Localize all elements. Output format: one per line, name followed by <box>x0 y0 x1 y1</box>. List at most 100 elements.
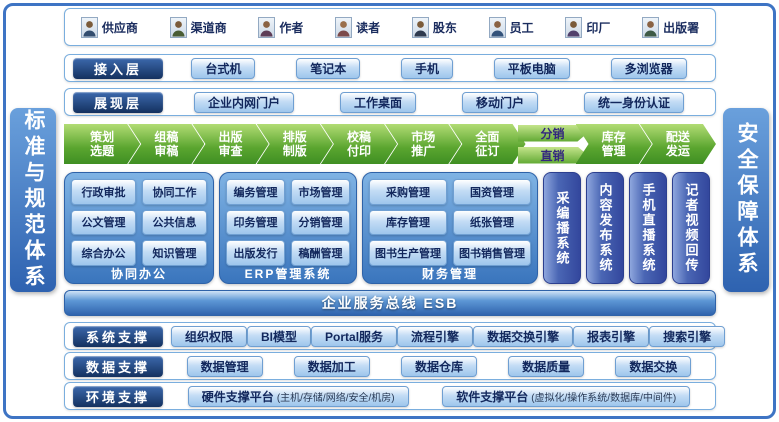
data-quality: 数据质量 <box>508 355 585 377</box>
person-avatar-icon <box>169 16 187 38</box>
data-exchange: 数据交换 <box>615 355 692 377</box>
access-layer-items: 台式机 笔记本 手机 平板电脑 多浏览器 <box>171 57 707 79</box>
hardware-platform-detail: (主机/存储/网络/安全/机房) <box>276 392 395 404</box>
person-avatar-icon <box>80 16 98 38</box>
step-line2: 选题 <box>90 144 115 158</box>
module-title: 财务管理 <box>421 267 478 281</box>
process-flow: 策划 选题 组稿 审稿 出版 审查 排版 制版 校稿 付印 市场 推广 全面 征… <box>64 122 716 166</box>
device-multibrowser: 多浏览器 <box>610 57 687 79</box>
access-layer-label: 接入层 <box>73 57 163 79</box>
role-label: 出版署 <box>663 20 700 35</box>
app-book-sales-mgmt: 图书销售管理 <box>453 240 531 266</box>
person-avatar-icon <box>411 16 429 38</box>
step-line1: 校稿 <box>346 130 371 144</box>
app-admin-approval: 行政审批 <box>71 179 136 205</box>
module-collab-office: 行政审批 协同工作 公文管理 公共信息 综合办公 知识管理 协同办公 <box>64 172 214 284</box>
software-platform: 软件支撑平台 (虚拟化/操作系统/数据库/中间件) <box>442 385 691 407</box>
roles-band: 供应商 渠道商 作者 读者 股东 员工 印厂 出版署 <box>64 8 716 46</box>
data-support-label: 数据支撑 <box>73 355 163 377</box>
device-mobile: 手机 <box>400 57 453 79</box>
app-purchase-mgmt: 采购管理 <box>369 179 447 205</box>
step-line2: 审查 <box>218 144 243 158</box>
device-tablet: 平板电脑 <box>493 57 570 79</box>
right-sidebar-security: 安全保障体系 <box>723 108 769 292</box>
device-laptop: 笔记本 <box>296 57 361 79</box>
work-desktop: 工作桌面 <box>339 91 416 113</box>
module-finance: 采购管理 国资管理 库存管理 纸张管理 图书生产管理 图书销售管理 财务管理 <box>362 172 538 284</box>
step-line1: 出版 <box>218 130 243 144</box>
mobile-portal: 移动门户 <box>461 91 538 113</box>
module-grid: 行政审批 协同工作 公文管理 公共信息 综合办公 知识管理 <box>71 179 207 266</box>
system-mobile-live: 手机直播系统 <box>629 172 667 284</box>
right-sidebar-label: 安全保障体系 <box>735 122 758 278</box>
system-content-publish: 内容发布系统 <box>586 172 624 284</box>
system-support-items: 组织权限 BI模型 Portal服务 流程引擎 数据交换引擎 报表引擎 搜索引擎 <box>171 325 726 347</box>
role-label: 印厂 <box>586 20 611 35</box>
role-label: 员工 <box>509 20 534 35</box>
app-market-mgmt: 市场管理 <box>291 179 350 205</box>
hardware-platform: 硬件支撑平台 (主机/存储/网络/安全/机房) <box>187 385 409 407</box>
process-branch: 分销 直销 <box>518 125 588 164</box>
app-publishing: 出版发行 <box>226 240 285 266</box>
presentation-layer-label: 展现层 <box>73 91 163 113</box>
app-general-office: 综合办公 <box>71 240 136 266</box>
data-mgmt: 数据管理 <box>186 355 263 377</box>
role-employee: 员工 <box>488 16 534 38</box>
left-sidebar-standards: 标准与规范体系 <box>10 108 56 292</box>
step-line1: 配送 <box>665 130 690 144</box>
person-avatar-icon <box>488 16 506 38</box>
support-data-exchange-engine: 数据交换引擎 <box>473 325 574 347</box>
system-support-label: 系统支撑 <box>73 325 163 347</box>
data-processing: 数据加工 <box>293 355 370 377</box>
support-org-permission: 组织权限 <box>171 325 248 347</box>
role-label: 作者 <box>279 20 304 35</box>
process-step-planning: 策划 选题 <box>64 124 140 164</box>
module-title: 协同办公 <box>110 267 167 281</box>
app-book-production-mgmt: 图书生产管理 <box>369 240 447 266</box>
module-grid: 编务管理 市场管理 印务管理 分销管理 出版发行 稿酬管理 <box>226 179 350 266</box>
person-avatar-icon <box>565 16 583 38</box>
step-line1: 库存 <box>601 130 626 144</box>
support-workflow-engine: 流程引擎 <box>397 325 474 347</box>
step-line2: 管理 <box>601 144 626 158</box>
presentation-layer-items: 企业内网门户 工作桌面 移动门户 统一身份认证 <box>171 91 707 113</box>
app-printing-mgmt: 印务管理 <box>226 209 285 236</box>
step-line2: 付印 <box>346 144 371 158</box>
role-printer: 印厂 <box>565 16 611 38</box>
step-line2: 审稿 <box>154 144 179 158</box>
step-line2: 推广 <box>411 144 436 158</box>
support-portal-service: Portal服务 <box>311 325 398 347</box>
device-desktop: 台式机 <box>191 57 256 79</box>
app-state-assets-mgmt: 国资管理 <box>453 179 531 205</box>
branch-direct-sales: 直销 <box>518 147 588 164</box>
app-public-info: 公共信息 <box>142 209 207 236</box>
data-warehouse: 数据仓库 <box>400 355 477 377</box>
portal-intranet: 企业内网门户 <box>193 91 294 113</box>
role-shareholder: 股东 <box>411 16 457 38</box>
vbox-label: 手机直播系统 <box>640 183 656 273</box>
identity-auth: 统一身份认证 <box>583 91 684 113</box>
role-label: 供应商 <box>101 20 138 35</box>
vbox-label: 内容发布系统 <box>597 183 613 273</box>
data-support-band: 数据支撑 数据管理 数据加工 数据仓库 数据质量 数据交换 <box>64 352 716 380</box>
system-gather-edit-broadcast: 采编播系统 <box>543 172 581 284</box>
module-grid: 采购管理 国资管理 库存管理 纸张管理 图书生产管理 图书销售管理 <box>369 179 531 266</box>
vbox-label: 记者视频回传 <box>683 183 699 273</box>
application-modules: 行政审批 协同工作 公文管理 公共信息 综合办公 知识管理 协同办公 编务管理 … <box>64 172 716 284</box>
access-layer-band: 接入层 台式机 笔记本 手机 平板电脑 多浏览器 <box>64 54 716 82</box>
software-platform-detail: (虚拟化/操作系统/数据库/中间件) <box>531 392 677 404</box>
app-inventory-mgmt: 库存管理 <box>369 209 447 236</box>
esb-bar: 企业服务总线 ESB <box>64 290 716 316</box>
system-support-band: 系统支撑 组织权限 BI模型 Portal服务 流程引擎 数据交换引擎 报表引擎… <box>64 322 726 350</box>
support-search-engine: 搜索引擎 <box>649 325 726 347</box>
vbox-label: 采编播系统 <box>554 190 570 266</box>
data-support-items: 数据管理 数据加工 数据仓库 数据质量 数据交换 <box>171 355 707 377</box>
environment-support-band: 环境支撑 硬件支撑平台 (主机/存储/网络/安全/机房) 软件支撑平台 (虚拟化… <box>64 382 716 410</box>
role-channel: 渠道商 <box>169 16 227 38</box>
role-supplier: 供应商 <box>80 16 138 38</box>
role-label: 股东 <box>432 20 457 35</box>
hardware-platform-title: 硬件支撑平台 <box>201 389 274 404</box>
person-avatar-icon <box>642 16 660 38</box>
software-platform-title: 软件支撑平台 <box>456 389 529 404</box>
step-line1: 排版 <box>282 130 307 144</box>
